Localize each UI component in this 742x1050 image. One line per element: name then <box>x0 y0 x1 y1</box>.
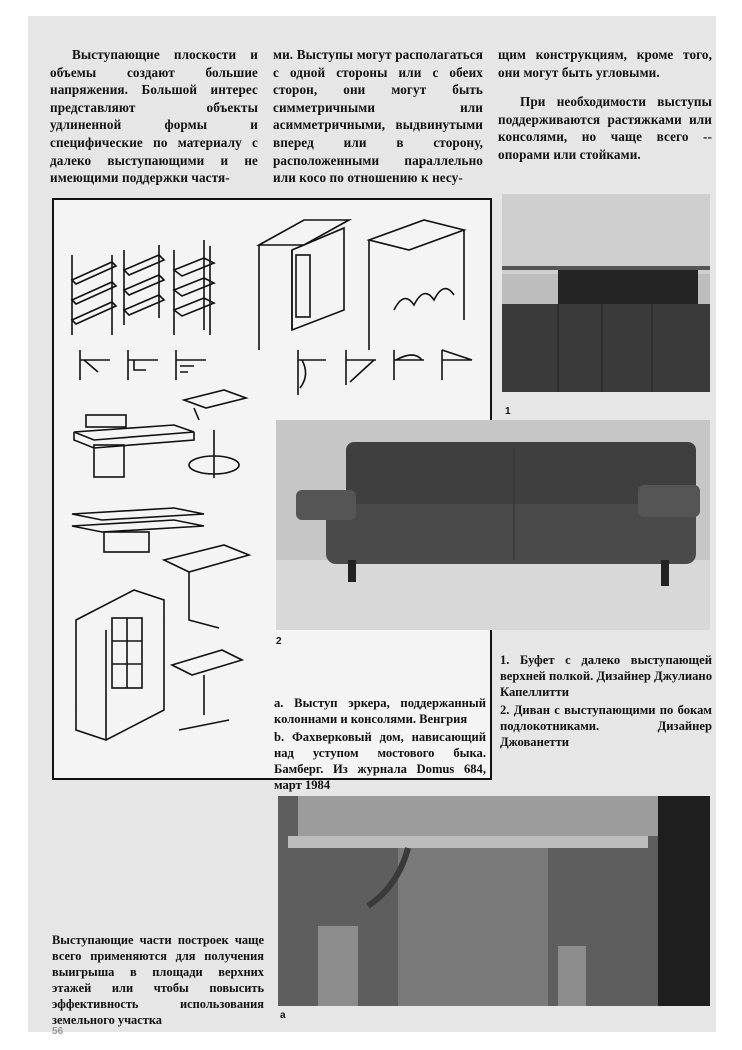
console-brackets-drawing <box>297 349 473 395</box>
bottom-caption-text: Выступающие части построек чаще всего пр… <box>52 933 264 1027</box>
caption-b: b. Фахверковый дом, нависающий над уступ… <box>274 730 486 792</box>
caption-block-left: a. Выступ эркера, поддержанный колоннами… <box>274 695 486 795</box>
caption-1: 1. Буфет с далеко выступающей верхней по… <box>500 653 712 699</box>
text-column-3: щим конструкциям, кроме того, они могут … <box>498 46 712 164</box>
paragraph: ми. Выступы могут располагаться с одной … <box>273 47 483 186</box>
page-number: 56 <box>52 1026 64 1037</box>
text-column-2: ми. Выступы могут располагаться с одной … <box>273 46 483 187</box>
cantilever-table-drawing <box>161 544 252 629</box>
figure-number: a <box>280 1010 286 1021</box>
paragraph: щим конструкциям, кроме того, они могут … <box>498 47 712 80</box>
sofa-illustration <box>276 442 710 630</box>
paragraph: Выступающие плоскости и объемы создают б… <box>50 47 258 186</box>
bracket-details-drawing <box>79 350 206 380</box>
caption-bottom: Выступающие части построек чаще всего пр… <box>52 932 264 1030</box>
bookcase-drawing <box>75 589 165 741</box>
wall-shelves-drawing <box>70 240 216 335</box>
stand-table-drawing <box>169 649 245 731</box>
wall-cabinet-drawing <box>255 219 353 350</box>
figure-number: 2 <box>276 636 282 647</box>
buffet-photo <box>502 194 710 392</box>
shelf-table-drawing <box>71 507 205 553</box>
bay-window-photo <box>278 796 710 1006</box>
desk-drawing <box>73 389 249 478</box>
bay-window-illustration <box>278 796 710 1006</box>
furniture-drawings <box>70 219 473 741</box>
text-column-1: Выступающие плоскости и объемы создают б… <box>50 46 258 187</box>
sofa-photo <box>276 420 710 630</box>
faded-text <box>276 648 486 659</box>
arched-shelf-drawing <box>366 219 467 350</box>
caption-a: a. Выступ эркера, поддержанный колоннами… <box>274 696 486 726</box>
caption-2: 2. Диван с выступающими по бокам подлоко… <box>500 703 712 749</box>
caption-block-right: 1. Буфет с далеко выступающей верхней по… <box>500 652 712 752</box>
figure-number: 1 <box>505 406 511 417</box>
buffet-illustration <box>502 194 710 392</box>
paragraph: При необходимости выступы поддерживаются… <box>498 94 712 162</box>
